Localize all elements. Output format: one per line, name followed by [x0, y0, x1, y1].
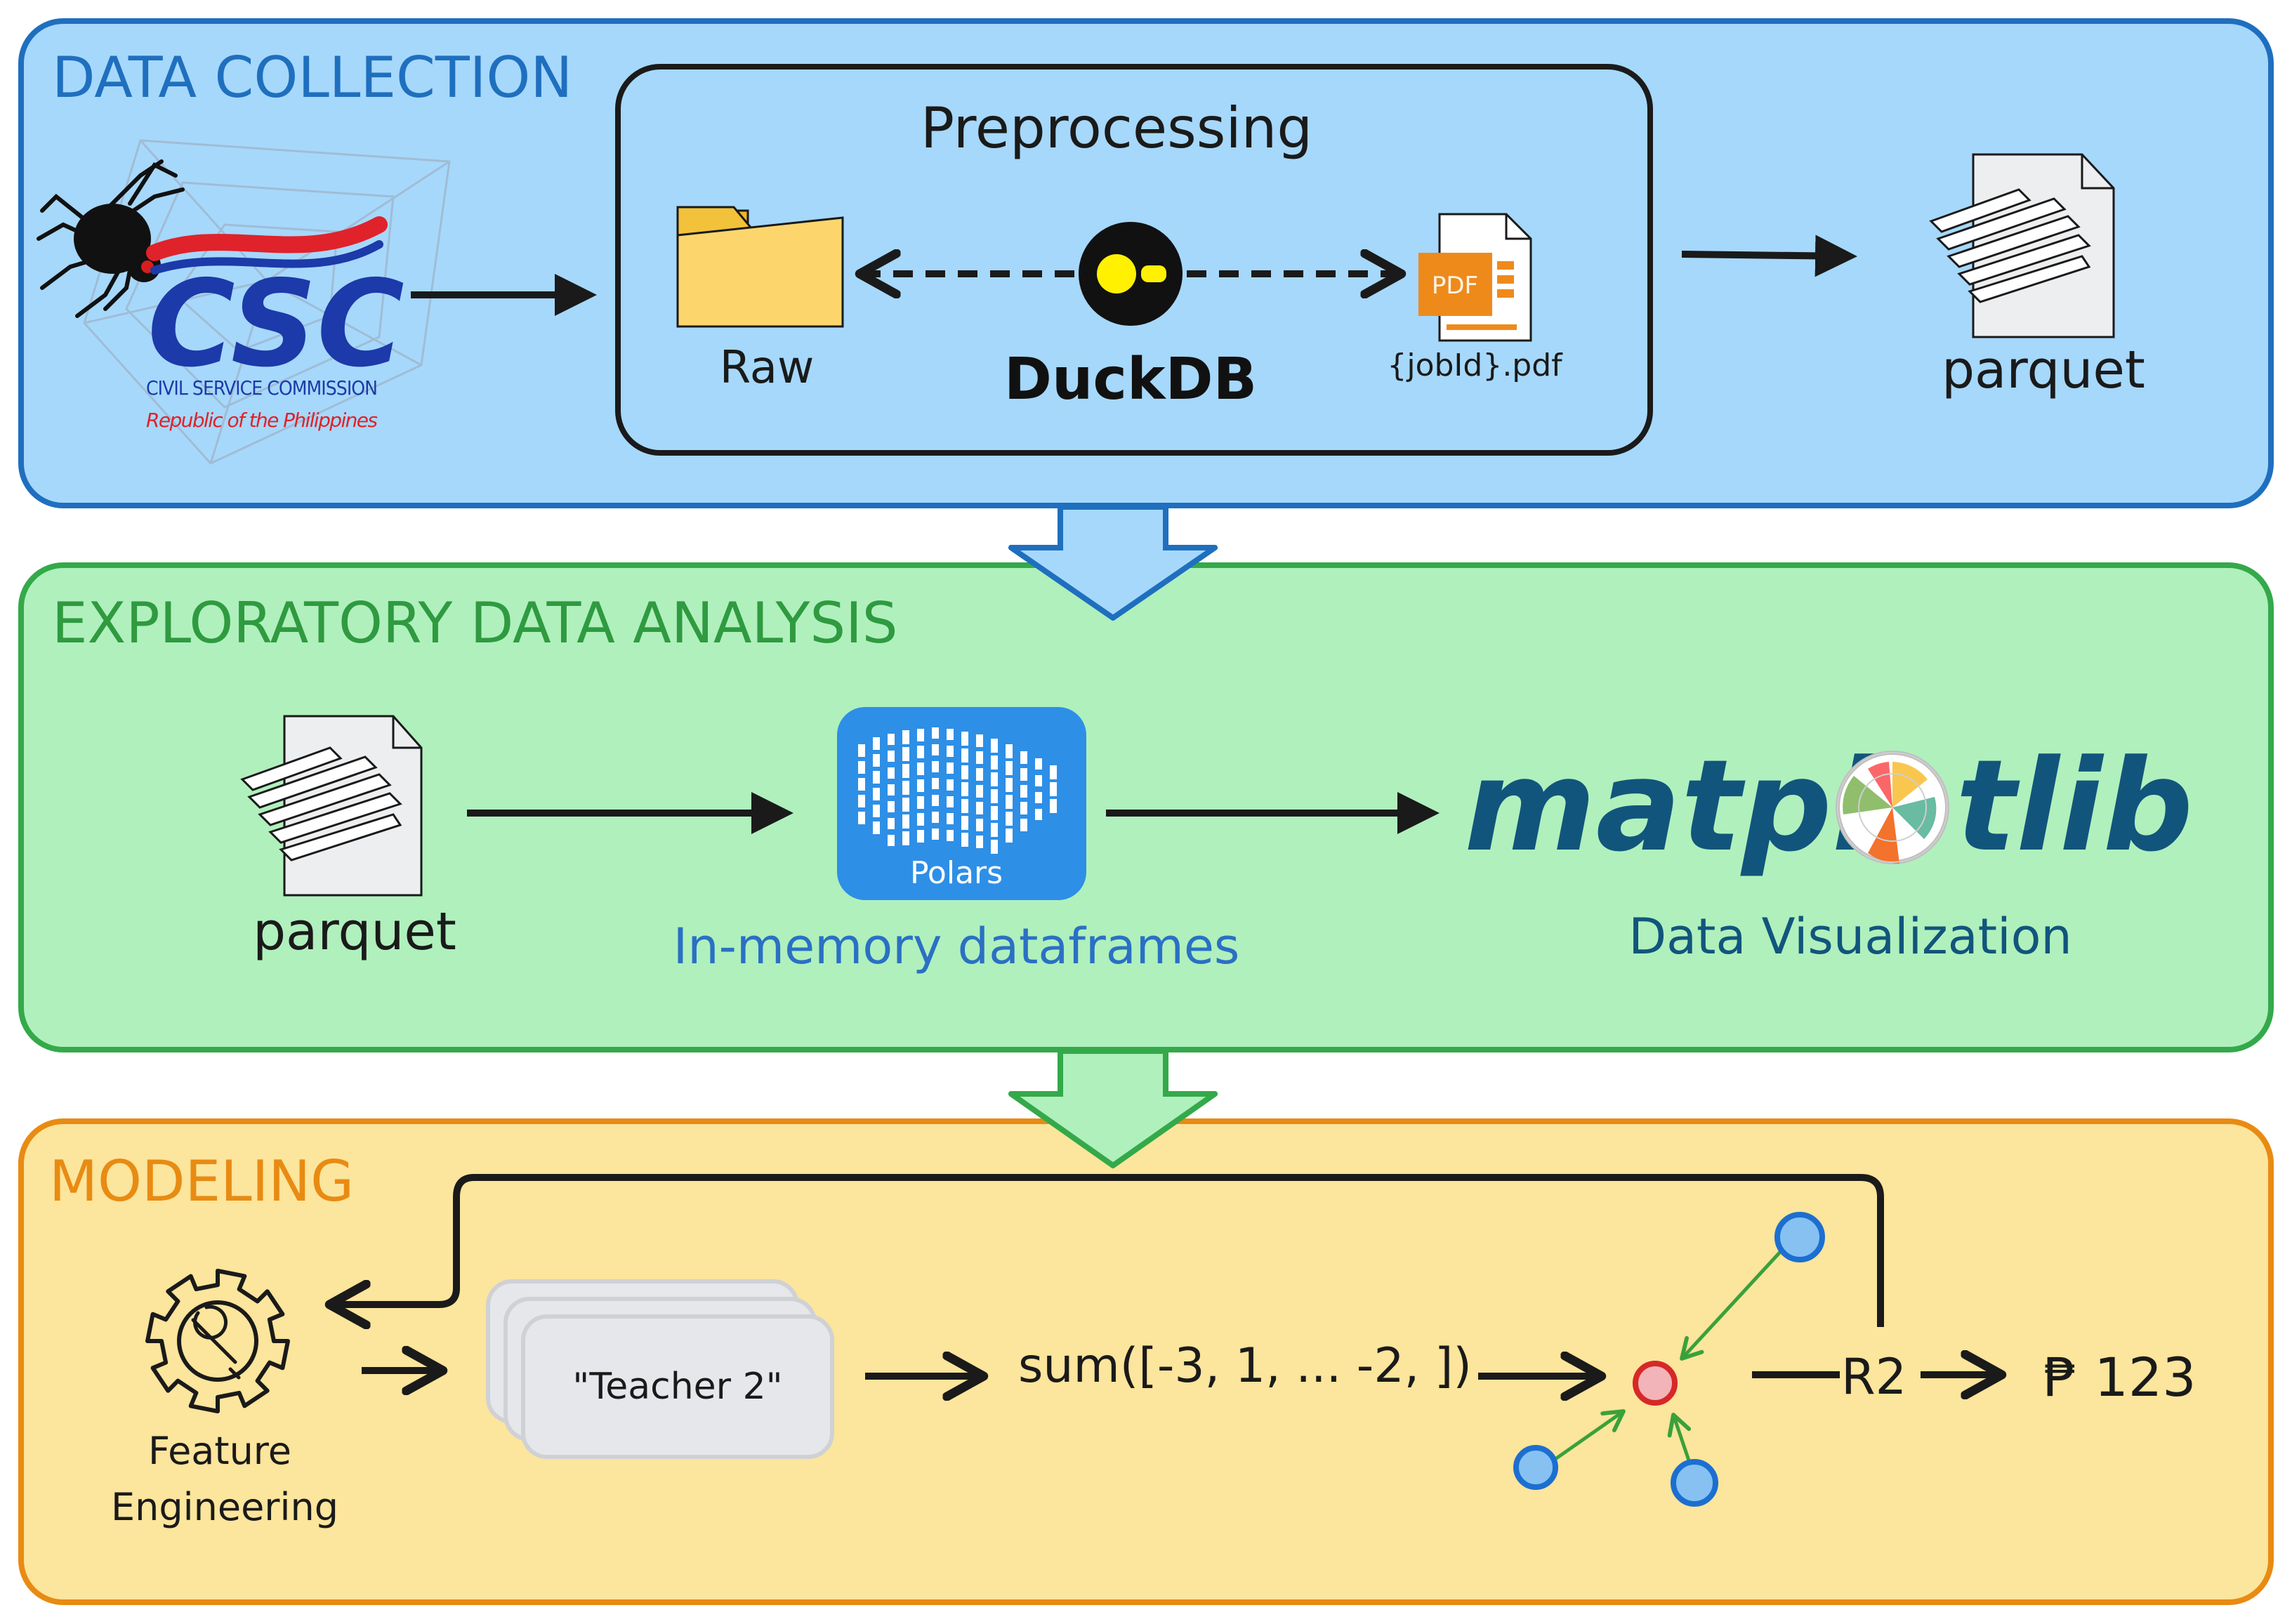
folder-icon	[676, 206, 844, 328]
data-collection-title: DATA COLLECTION	[52, 45, 572, 110]
pdf-file-icon: PDF	[1418, 213, 1532, 342]
collection-parquet-label: parquet	[1942, 340, 2145, 400]
prediction-value: ₱ 123	[2043, 1346, 2196, 1408]
matplotlib-logo: matpl tlib	[1464, 733, 2193, 880]
csc-line2: Republic of the Philippines	[146, 409, 378, 432]
knn-nodes-icon	[1513, 1212, 1825, 1507]
preprocessing-title: Preprocessing	[921, 95, 1312, 161]
matplotlib-polar-icon	[1836, 751, 1949, 864]
card-text: "Teacher 2"	[572, 1366, 782, 1408]
polars-caption: In-memory dataframes	[673, 918, 1240, 975]
polars-badge: Polars	[910, 855, 1003, 891]
matplotlib-caption: Data Visualization	[1628, 908, 2072, 965]
csc-line1: CIVIL SERVICE COMMISSION	[146, 376, 378, 400]
eda-title: EXPLORATORY DATA ANALYSIS	[52, 590, 898, 656]
eda-section: EXPLORATORY DATA ANALYSIS parquet Polars…	[18, 541, 2274, 1052]
sum-expression: sum([-3, 1, ... -2, ])	[1018, 1338, 1472, 1394]
feature-label-line2: Engineering	[111, 1485, 338, 1529]
eda-parquet-file-icon	[240, 715, 423, 897]
data-collection-section: DATA COLLECTION	[18, 18, 2274, 508]
modeling-title: MODELING	[49, 1149, 354, 1214]
spider-icon	[37, 139, 451, 465]
arrow-preprocessing-to-parquet	[1681, 235, 1857, 277]
parquet-file-icon	[1929, 153, 2115, 338]
eda-parquet-label: parquet	[253, 902, 456, 962]
csc-wordmark: CSC	[147, 255, 404, 394]
feature-label-line1: Feature	[148, 1429, 291, 1473]
polars-icon: Polars	[837, 707, 1086, 900]
pdf-badge: PDF	[1432, 272, 1478, 300]
sample-cards-stack: "Teacher 2"	[486, 1279, 834, 1459]
raw-label: Raw	[720, 342, 815, 394]
metric-label: R2	[1841, 1348, 1906, 1406]
duckdb-icon	[1079, 222, 1183, 326]
duckdb-label: DuckDB	[1004, 346, 1257, 413]
feedback-loop-arrow	[334, 1174, 1884, 1327]
matplotlib-wordmark-left: matpl	[1464, 733, 1877, 880]
matplotlib-wordmark-right: tlib	[1956, 733, 2193, 880]
pdf-label: {jobId}.pdf	[1387, 348, 1563, 383]
gear-wrench-icon	[145, 1269, 290, 1413]
modeling-section: MODELING Feature Engineering "Teacher 2"…	[18, 1087, 2274, 1605]
csc-logo: CSC CIVIL SERVICE COMMISSION Republic of…	[146, 216, 404, 432]
